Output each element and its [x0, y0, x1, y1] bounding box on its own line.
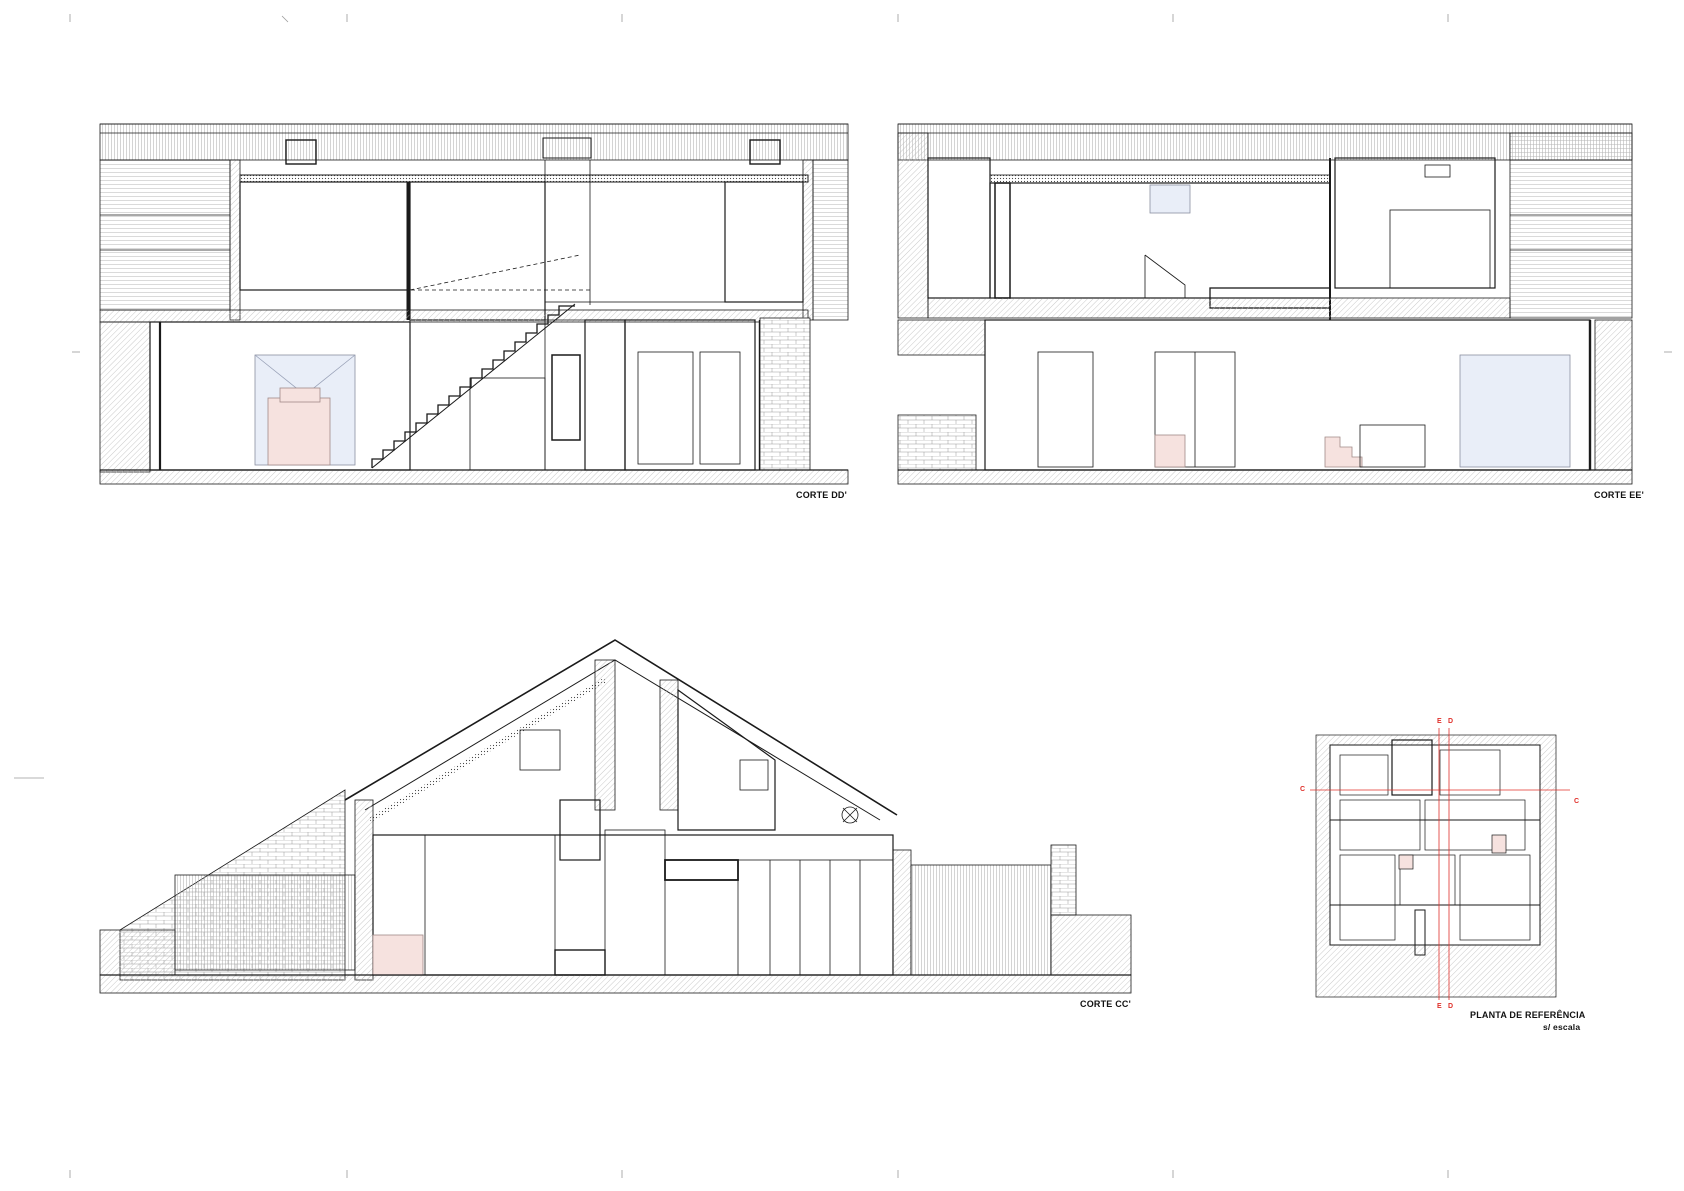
plan-marker-bottom-d: D — [1448, 1003, 1454, 1010]
section-ee-label: CORTE EE' — [1594, 490, 1644, 500]
section-dd-drawing — [99, 123, 849, 485]
plan-marker-top-e: E — [1437, 718, 1442, 725]
section-cc-drawing — [99, 639, 1132, 994]
sheet-trim-marks — [14, 14, 1672, 1178]
reference-plan-subtitle: s/ escala — [1543, 1022, 1581, 1032]
plan-marker-bottom-e: E — [1437, 1003, 1442, 1010]
plan-marker-left-c: C — [1300, 786, 1306, 793]
section-cc-label: CORTE CC' — [1080, 999, 1131, 1009]
plan-marker-right-c: C — [1574, 798, 1580, 805]
reference-plan-title: PLANTA DE REFERÊNCIA — [1470, 1010, 1586, 1020]
section-ee-drawing — [897, 123, 1633, 485]
plan-marker-top-d: D — [1448, 718, 1454, 725]
reference-plan-drawing — [1310, 728, 1570, 1000]
section-dd-label: CORTE DD' — [796, 490, 847, 500]
